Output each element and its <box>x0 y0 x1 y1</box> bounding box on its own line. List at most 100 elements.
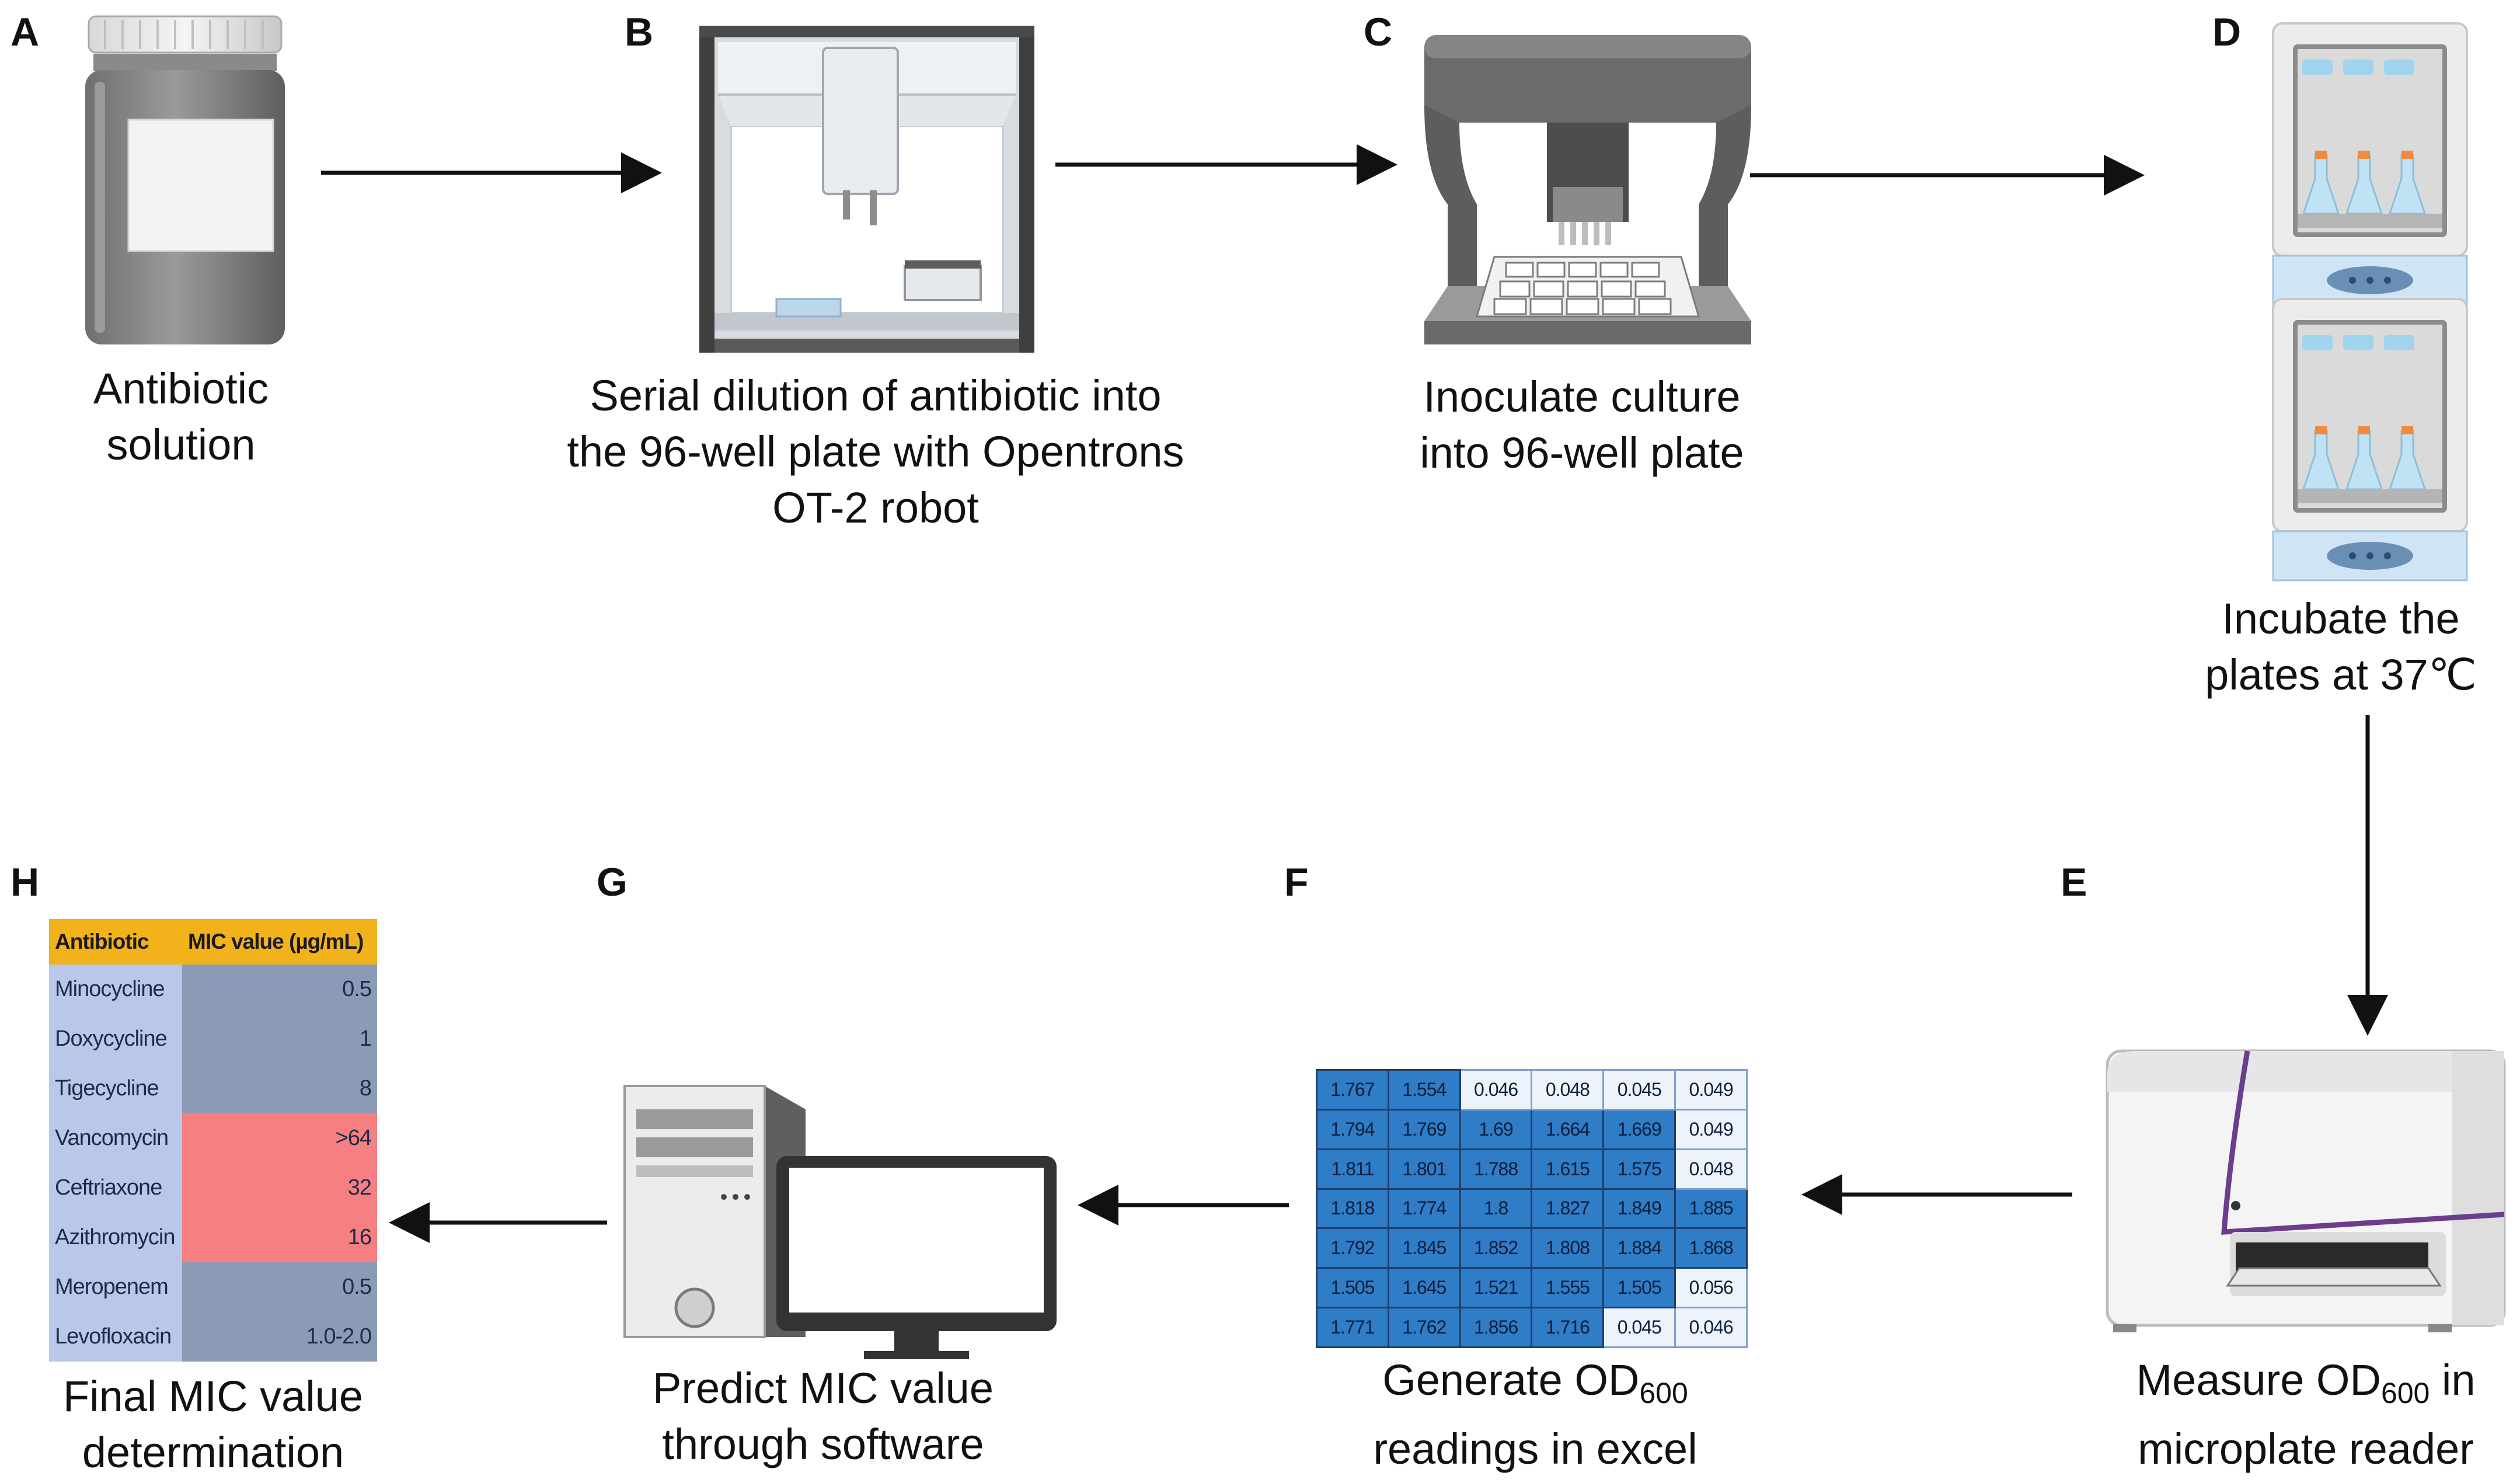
caption-h-line1: Final MIC value <box>62 1372 364 1421</box>
caption-d-line1: Incubate the <box>2222 594 2460 643</box>
mic-antibiotic-name: Azithromycin <box>49 1212 182 1262</box>
excel-cell: 1.849 <box>1602 1188 1676 1230</box>
excel-cell: 1.774 <box>1387 1188 1461 1230</box>
caption-d-line2: plates at 37℃ <box>2205 650 2477 699</box>
mic-antibiotic-name: Meropenem <box>49 1262 182 1312</box>
mic-value: 1 <box>182 1014 377 1064</box>
mic-antibiotic-name: Ceftriaxone <box>49 1162 182 1213</box>
excel-cell: 1.868 <box>1674 1227 1748 1269</box>
excel-cell: 1.827 <box>1531 1188 1605 1230</box>
caption-d: Incubate the plates at 37℃ <box>2160 591 2520 703</box>
caption-f-line1: Generate OD600 <box>1308 1352 1763 1421</box>
excel-cell: 1.575 <box>1602 1148 1676 1190</box>
incubator-top <box>2272 22 2468 306</box>
caption-e-post: in <box>2430 1356 2476 1404</box>
incubator-bottom <box>2272 298 2468 582</box>
mic-antibiotic-name: Doxycycline <box>49 1014 182 1064</box>
excel-cell: 1.554 <box>1387 1069 1461 1110</box>
computer-illustration <box>623 1085 1057 1359</box>
excel-cell: 0.049 <box>1674 1108 1748 1150</box>
caption-e-line1: Measure OD600 in <box>2090 1352 2520 1421</box>
antibiotic-jar-illustration <box>85 15 285 344</box>
caption-c-line1: Inoculate culture <box>1423 373 1741 421</box>
mic-antibiotic-name: Levofloxacin <box>49 1311 182 1362</box>
mic-value: 32 <box>182 1162 377 1213</box>
excel-cell: 0.046 <box>1459 1069 1533 1110</box>
excel-cell: 1.505 <box>1316 1267 1389 1309</box>
excel-cell: 0.046 <box>1674 1307 1748 1348</box>
incubator-illustration <box>2272 22 2468 582</box>
excel-cell: 1.845 <box>1387 1227 1461 1269</box>
excel-cell: 1.788 <box>1459 1148 1533 1190</box>
excel-cell: 0.056 <box>1674 1267 1748 1309</box>
caption-b-line3: OT-2 robot <box>772 483 979 532</box>
excel-cell: 1.771 <box>1316 1307 1389 1348</box>
caption-e: Measure OD600 in microplate reader <box>2090 1352 2520 1477</box>
mic-value: >64 <box>182 1113 377 1163</box>
excel-cell: 0.048 <box>1674 1148 1748 1190</box>
mic-value: 0.5 <box>182 965 377 1014</box>
excel-cell: 1.885 <box>1674 1188 1748 1230</box>
caption-h: Final MIC value determination <box>12 1369 414 1481</box>
excel-cell: 1.669 <box>1602 1108 1676 1150</box>
mic-header-antibiotic: Antibiotic <box>49 919 182 965</box>
caption-b-line1: Serial dilution of antibiotic into <box>590 371 1162 420</box>
panel-letter-a: A <box>11 10 40 54</box>
excel-cell: 0.045 <box>1602 1307 1676 1348</box>
excel-cell: 1.69 <box>1459 1108 1533 1150</box>
excel-cell: 1.645 <box>1387 1267 1461 1309</box>
mic-header-value: MIC value (µg/mL) <box>182 919 377 965</box>
excel-cell: 1.811 <box>1316 1148 1389 1190</box>
excel-cell: 1.794 <box>1316 1108 1389 1150</box>
caption-a: Antibiotic solution <box>23 361 339 473</box>
microplate-reader-illustration <box>2106 1049 2506 1332</box>
mic-antibiotic-name: Vancomycin <box>49 1113 182 1163</box>
panel-letter-b: B <box>625 10 654 54</box>
excel-cell: 0.045 <box>1602 1069 1676 1110</box>
excel-cell: 1.818 <box>1316 1188 1389 1230</box>
caption-a-line2: solution <box>106 420 256 469</box>
panel-letter-f: F <box>1284 860 1309 904</box>
mic-antibiotic-name: Tigecycline <box>49 1063 182 1113</box>
caption-e-pre: Measure OD <box>2136 1356 2381 1404</box>
caption-g-line1: Predict MIC value <box>653 1364 994 1412</box>
excel-cell: 1.762 <box>1387 1307 1461 1348</box>
inoculation-dispenser-illustration <box>1424 35 1751 344</box>
excel-cell: 0.049 <box>1674 1069 1748 1110</box>
caption-b: Serial dilution of antibiotic into the 9… <box>514 368 1238 536</box>
caption-b-line2: the 96-well plate with Opentrons <box>567 427 1184 476</box>
mic-value: 0.5 <box>182 1262 377 1312</box>
excel-cell: 1.856 <box>1459 1307 1533 1348</box>
caption-e-line2: microplate reader <box>2138 1425 2474 1473</box>
excel-cell: 1.884 <box>1602 1227 1676 1269</box>
excel-cell: 1.769 <box>1387 1108 1461 1150</box>
caption-g-line2: through software <box>662 1420 984 1468</box>
mic-results-table: Antibiotic MIC value (µg/mL) Minocycline… <box>49 919 377 1362</box>
excel-cell: 1.8 <box>1459 1188 1533 1230</box>
mic-value: 1.0-2.0 <box>182 1311 377 1362</box>
caption-a-line1: Antibiotic <box>93 364 269 413</box>
excel-cell: 1.505 <box>1602 1267 1676 1309</box>
caption-c-line2: into 96-well plate <box>1420 429 1744 477</box>
panel-letter-d: D <box>2212 10 2242 54</box>
caption-f-line2: readings in excel <box>1373 1425 1698 1473</box>
excel-cell: 1.808 <box>1531 1227 1605 1269</box>
excel-cell: 1.792 <box>1316 1227 1389 1269</box>
panel-letter-e: E <box>2061 860 2087 904</box>
caption-g: Predict MIC value through software <box>584 1360 1062 1472</box>
